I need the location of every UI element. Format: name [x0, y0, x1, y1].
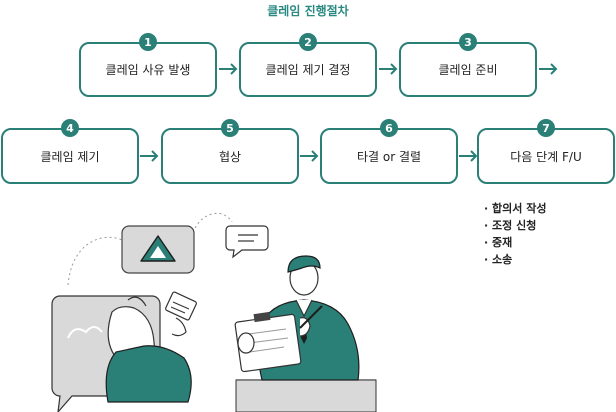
step-5-label: 협상 [218, 149, 242, 164]
man-figure [234, 255, 360, 381]
step-3-label: 클레임 준비 [438, 63, 498, 77]
followup-item: 중재 [484, 234, 546, 251]
arrow-right-icon [459, 150, 478, 162]
clipboard-icon [234, 311, 302, 373]
step-6-label: 타결 or 결렬 [356, 149, 422, 164]
warning-card [121, 225, 195, 274]
step-2-number: 2 [299, 33, 317, 51]
woman-figure [105, 291, 197, 403]
followup-item: 조정 신청 [484, 217, 546, 234]
step-1-label: 클레임 사유 발생 [105, 63, 191, 77]
step-2-label: 클레임 제기 결정 [265, 63, 351, 77]
step-5-number: 5 [221, 119, 239, 137]
step-7-number: 7 [537, 119, 555, 137]
step-2-box: 클레임 제기 결정 [239, 42, 377, 97]
arrow-right-icon [539, 63, 558, 75]
arrow-right-icon [219, 63, 238, 75]
arrow-right-icon [379, 63, 398, 75]
step-7-box: 다음 단계 F/U [477, 128, 615, 184]
followup-item: 소송 [484, 251, 546, 268]
step-4-label: 클레임 제기 [40, 149, 100, 164]
followup-item: 합의서 작성 [484, 200, 546, 217]
diagram-title: 클레임 진행절차 [267, 4, 349, 18]
step-7-label: 다음 단계 F/U [510, 149, 582, 164]
chat-bubble-icon [225, 225, 269, 259]
warning-triangle-icon [140, 235, 176, 262]
arrow-right-icon [300, 150, 319, 162]
step-6-box: 타결 or 결렬 [320, 128, 458, 184]
negotiation-illustration [51, 212, 377, 412]
step-3-number: 3 [459, 33, 477, 51]
followup-list: 합의서 작성 조정 신청 중재 소송 [484, 200, 546, 268]
step-1-number: 1 [139, 33, 157, 51]
step-5-box: 협상 [161, 128, 299, 184]
step-3-box: 클레임 준비 [399, 42, 537, 97]
step-1-box: 클레임 사유 발생 [79, 42, 217, 97]
arrow-right-icon [140, 150, 159, 162]
document-icon [165, 291, 197, 321]
step-4-number: 4 [61, 119, 79, 137]
step-6-number: 6 [380, 119, 398, 137]
